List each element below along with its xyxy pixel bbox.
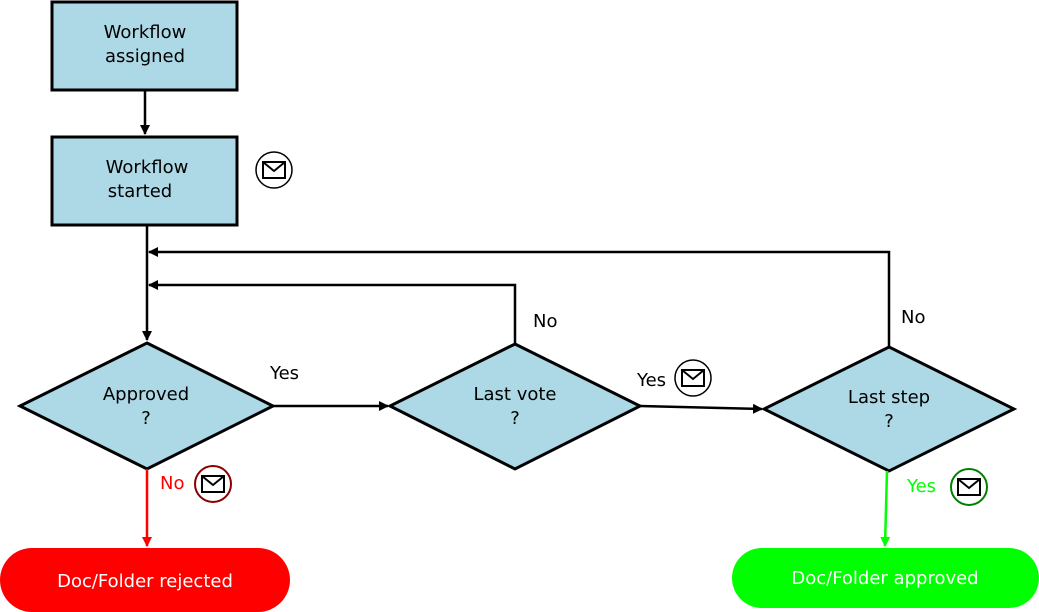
last-vote-decision xyxy=(386,342,644,471)
mail-icon xyxy=(194,465,232,503)
workflow-started-line1: Workflow xyxy=(106,157,189,178)
last-vote-decision-line1: Last vote xyxy=(473,384,556,405)
doc-approved-terminal xyxy=(732,548,1039,608)
edge-vote-no-loop xyxy=(148,280,517,344)
last-vote-decision-line2: ? xyxy=(510,408,520,429)
mail-icon xyxy=(674,359,712,397)
workflow-assigned-box xyxy=(50,0,239,92)
workflow-started-line2: started xyxy=(108,181,172,202)
last-step-decision-line2: ? xyxy=(884,411,894,432)
edge-vote-yes-to-step xyxy=(639,403,763,414)
last-step-decision xyxy=(760,345,1018,473)
label-vote-yes: Yes xyxy=(636,370,666,391)
label-vote-no: No xyxy=(533,311,557,332)
label-approved-yes: Yes xyxy=(269,363,299,384)
workflow-assigned-line2: assigned xyxy=(105,46,185,67)
label-step-no: No xyxy=(901,307,925,328)
mail-icon xyxy=(950,468,988,506)
approved-decision-line1: Approved xyxy=(103,384,189,405)
mail-icon xyxy=(255,151,293,189)
workflow-assigned-line1: Workflow xyxy=(104,22,187,43)
approved-decision xyxy=(16,341,277,471)
label-approved-no: No xyxy=(160,473,184,494)
doc-approved-label: Doc/Folder approved xyxy=(791,568,978,589)
doc-rejected-label: Doc/Folder rejected xyxy=(57,571,233,592)
doc-rejected-terminal xyxy=(0,548,290,612)
edge-step-no-loop xyxy=(148,247,891,347)
approved-decision-line2: ? xyxy=(141,408,151,429)
edge-step-yes-to-approved xyxy=(880,470,891,547)
last-step-decision-line1: Last step xyxy=(848,387,930,408)
workflow-started-box xyxy=(50,135,239,227)
label-step-yes: Yes xyxy=(906,476,936,497)
